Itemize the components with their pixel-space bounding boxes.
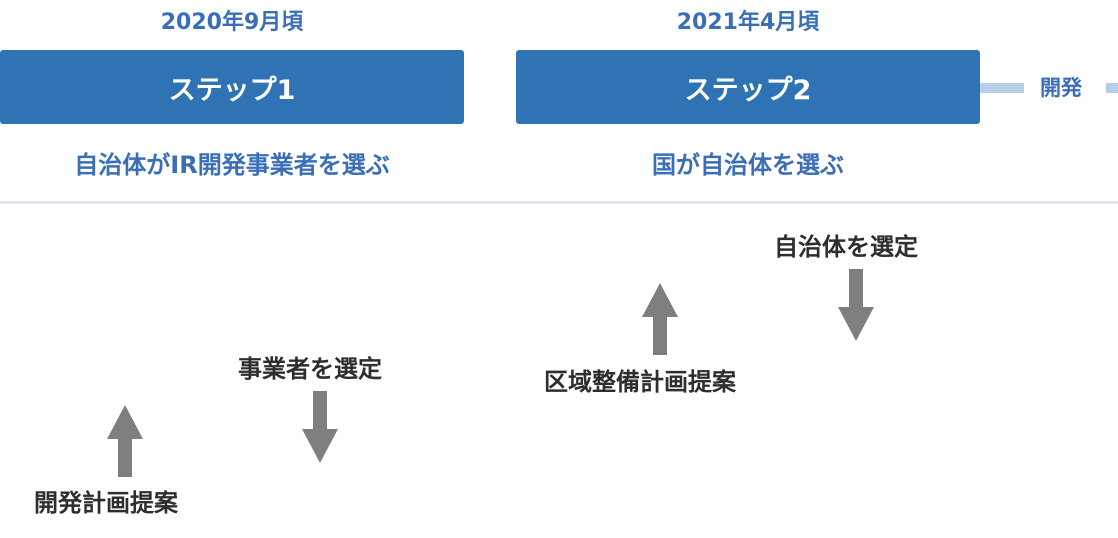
step1-subtitle: 自治体がIR開発事業者を選ぶ [74, 151, 390, 179]
down-arrow-icon [302, 391, 338, 463]
step1-date: 2020年9月頃 [160, 10, 304, 35]
up-arrow-icon [107, 405, 143, 477]
step1-label: ステップ1 [168, 74, 296, 106]
dev-plan-proposal-label: 開発計画提案 [34, 489, 178, 517]
step1-box: ステップ1 [0, 50, 464, 124]
operator-selection-label: 事業者を選定 [238, 355, 382, 383]
municipality-selection-label: 自治体を選定 [774, 233, 918, 261]
step2-subtitle: 国が自治体を選ぶ [652, 151, 844, 179]
down-arrow-icon [838, 269, 874, 341]
step2-box: ステップ2 [516, 50, 980, 124]
next-step-label: 開発 [1040, 76, 1082, 100]
area-plan-proposal-label: 区域整備計画提案 [544, 368, 736, 396]
step-connector-line-tail [1106, 83, 1118, 93]
step2-date: 2021年4月頃 [676, 10, 820, 35]
step2-label: ステップ2 [684, 74, 812, 106]
up-arrow-icon [642, 283, 678, 355]
section-divider [0, 201, 1118, 204]
step-connector-line [980, 83, 1024, 93]
